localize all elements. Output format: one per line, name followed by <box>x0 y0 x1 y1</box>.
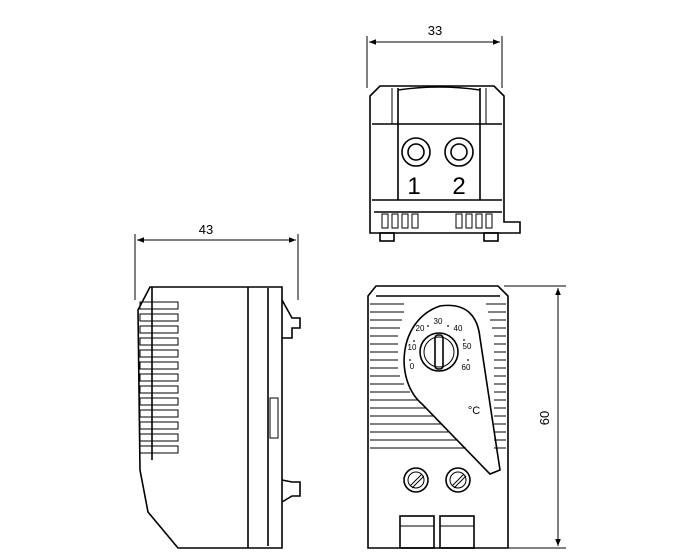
front-height-dimension: 60 <box>504 285 566 549</box>
dial-panel <box>403 304 501 475</box>
dial-scale-50: 50 <box>463 342 472 351</box>
top-width-dimension: 33 <box>366 23 503 88</box>
top-view: 33 1 2 <box>366 23 521 242</box>
front-height-label: 60 <box>537 411 552 425</box>
dial-scale-0: 0 <box>410 362 415 371</box>
front-view: 60 <box>367 285 566 549</box>
terminal-1 <box>401 137 431 167</box>
front-grille-right <box>486 303 506 449</box>
temperature-unit: °C <box>468 405 480 417</box>
side-width-dimension: 43 <box>134 222 299 300</box>
top-vents-right <box>455 213 493 229</box>
top-body-outline <box>369 85 521 234</box>
temperature-knob[interactable] <box>419 332 459 372</box>
side-view: 43 <box>134 222 301 549</box>
side-cooling-fins <box>139 301 179 454</box>
top-width-label: 33 <box>428 23 442 38</box>
side-width-label: 43 <box>199 222 213 237</box>
terminal-screw-2 <box>445 467 471 493</box>
side-housing-outline <box>137 286 283 549</box>
terminal-2-label: 2 <box>452 173 465 200</box>
dial-scale-10: 10 <box>408 343 417 352</box>
dial-scale-20: 20 <box>416 324 425 333</box>
top-vents-left <box>381 213 419 229</box>
terminal-screw-1 <box>403 467 429 493</box>
front-grille-left <box>370 303 466 449</box>
dial-scale-60: 60 <box>462 363 471 372</box>
terminal-2 <box>444 137 474 167</box>
front-housing-outline <box>367 285 509 549</box>
dial-scale-40: 40 <box>454 324 463 333</box>
bottom-terminal-slots <box>399 515 475 549</box>
dial-scale: 0 10 20 30 40 50 60 <box>408 317 472 372</box>
terminal-1-label: 1 <box>407 173 420 200</box>
dial-scale-30: 30 <box>434 317 443 326</box>
